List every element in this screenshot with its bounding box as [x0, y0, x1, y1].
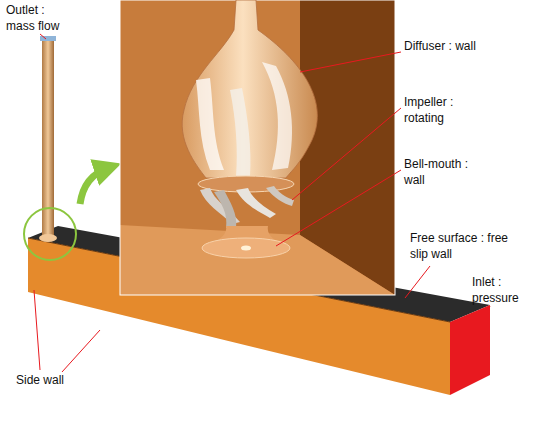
boundary-label: Inlet : pressure [472, 274, 534, 306]
leader-line [292, 108, 401, 200]
boundary-label: Impeller : rotating [404, 94, 476, 126]
leader-line [300, 52, 401, 72]
outlet-cap [40, 36, 56, 41]
inlet-face [450, 305, 490, 395]
impeller-blade [214, 190, 236, 228]
impeller-blade [266, 186, 294, 206]
leader-line [40, 34, 46, 39]
outlet-pipe [42, 40, 54, 240]
zoom-arrow [80, 168, 108, 204]
diffuser-vane [230, 88, 251, 176]
leader-line [276, 170, 401, 246]
leader-line [474, 306, 490, 340]
bell-mouth-center [241, 246, 251, 251]
leader-lines [34, 34, 490, 372]
diffuser-vane [196, 78, 224, 170]
leader-line [34, 290, 40, 370]
boundary-label: Free surface : free slip wall [410, 230, 514, 262]
diffuser [182, 0, 317, 178]
boundary-label: Bell-mouth : wall [404, 156, 488, 188]
zoom-circle [24, 208, 76, 260]
boundary-label: Outlet : mass flow [6, 2, 68, 34]
leader-line [405, 266, 430, 298]
diffuser-vane [262, 62, 292, 170]
boundary-label: Diffuser : wall [404, 38, 476, 54]
bell-mouth-small [39, 234, 57, 242]
inset-floor [120, 225, 395, 295]
bell-mouth-rim [202, 238, 290, 258]
leader-line [62, 330, 100, 372]
boundary-label: Side wall [16, 372, 64, 388]
